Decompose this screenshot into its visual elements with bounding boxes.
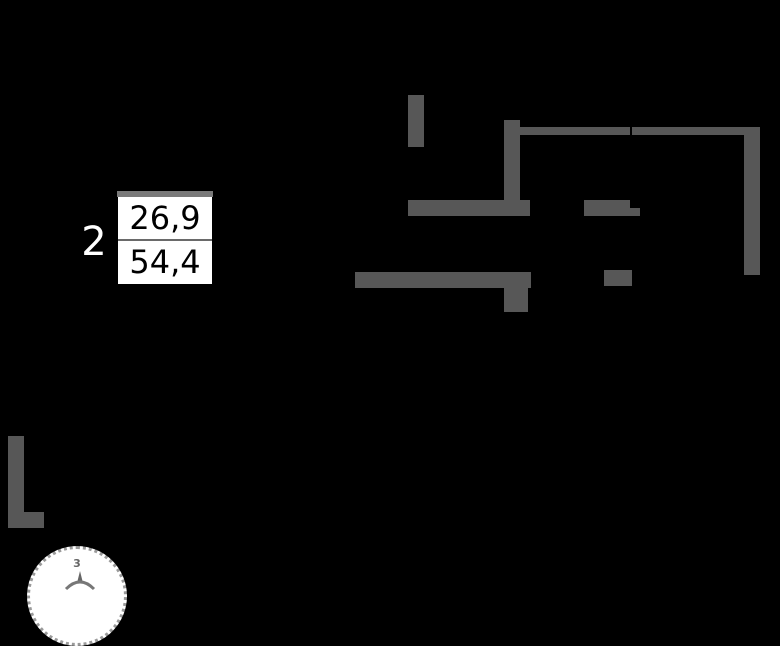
compass: 3 xyxy=(27,546,127,646)
badge-top-strip xyxy=(117,191,213,197)
wall-segment-bottom-left-horizontal xyxy=(8,512,44,528)
wall-segment-lower-stub xyxy=(504,272,528,312)
wall-segment-top-right xyxy=(632,127,760,135)
wall-segment-top-left xyxy=(512,127,630,135)
wall-segment-right xyxy=(744,127,760,275)
wall-segment-inner-vertical xyxy=(504,120,520,210)
total-area-value: 54,4 xyxy=(118,241,212,284)
wall-segment-lower-center xyxy=(604,270,632,286)
wall-segment-top-left-stub xyxy=(408,95,424,147)
wall-segment-middle-left xyxy=(408,200,530,216)
compass-rose-icon xyxy=(64,571,96,591)
compass-label: 3 xyxy=(73,557,81,570)
wall-segment-bottom-left-vertical xyxy=(8,436,24,528)
wall-segment-middle-center xyxy=(584,200,630,216)
living-area-value: 26,9 xyxy=(118,197,212,241)
wall-segment-lower-long xyxy=(355,272,531,288)
wall-segment-middle-center-stub xyxy=(626,208,640,216)
rooms-count: 2 xyxy=(81,219,107,265)
